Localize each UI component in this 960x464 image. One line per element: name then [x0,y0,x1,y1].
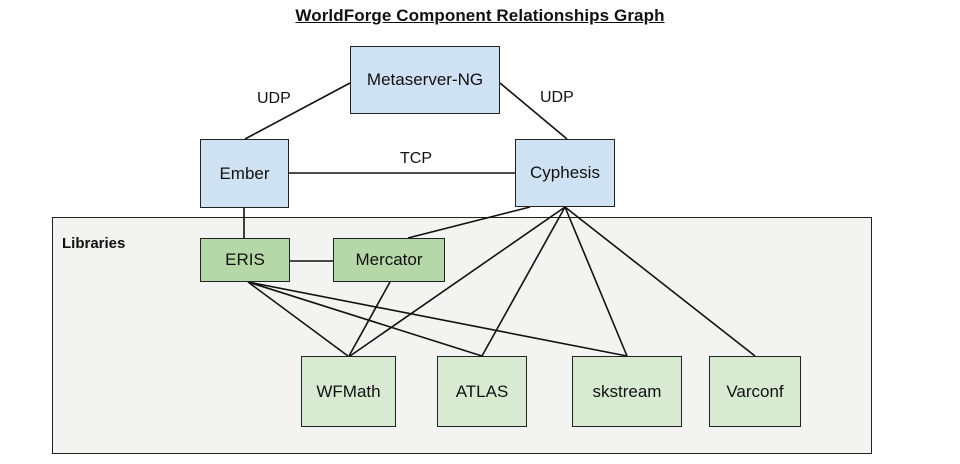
node-atlas: ATLAS [437,356,527,427]
diagram-title: WorldForge Component Relationships Graph [295,6,665,25]
edge-cyphesis-varconf [564,206,756,357]
edge-eris-skstream [247,281,628,357]
edge-metaserver-cyphesis [499,82,568,140]
edge-eris-wfmath [247,281,349,357]
node-wfmath: WFMath [301,356,396,427]
edge-cyphesis-atlas [481,206,566,357]
edge-cyphesis-skstream [564,206,628,357]
edge-cyphesis-wfmath [349,206,566,357]
edge-metaserver-ember [244,82,351,140]
node-cyphesis: Cyphesis [515,139,615,207]
edge-label-udp-right: UDP [540,89,574,106]
node-mercator: Mercator [333,238,445,282]
libraries-group-label: Libraries [62,235,126,252]
edge-cyphesis-mercator [407,206,531,239]
node-skstream: skstream [572,356,682,427]
edge-label-udp-left: UDP [257,90,291,107]
node-ember: Ember [200,139,289,208]
edge-eris-atlas [247,281,483,357]
node-varconf: Varconf [709,356,801,427]
edge-label-tcp: TCP [400,150,432,167]
node-eris: ERIS [200,238,290,282]
edge-mercator-wfmath [348,281,391,357]
node-metaserver-ng: Metaserver-NG [350,46,500,114]
